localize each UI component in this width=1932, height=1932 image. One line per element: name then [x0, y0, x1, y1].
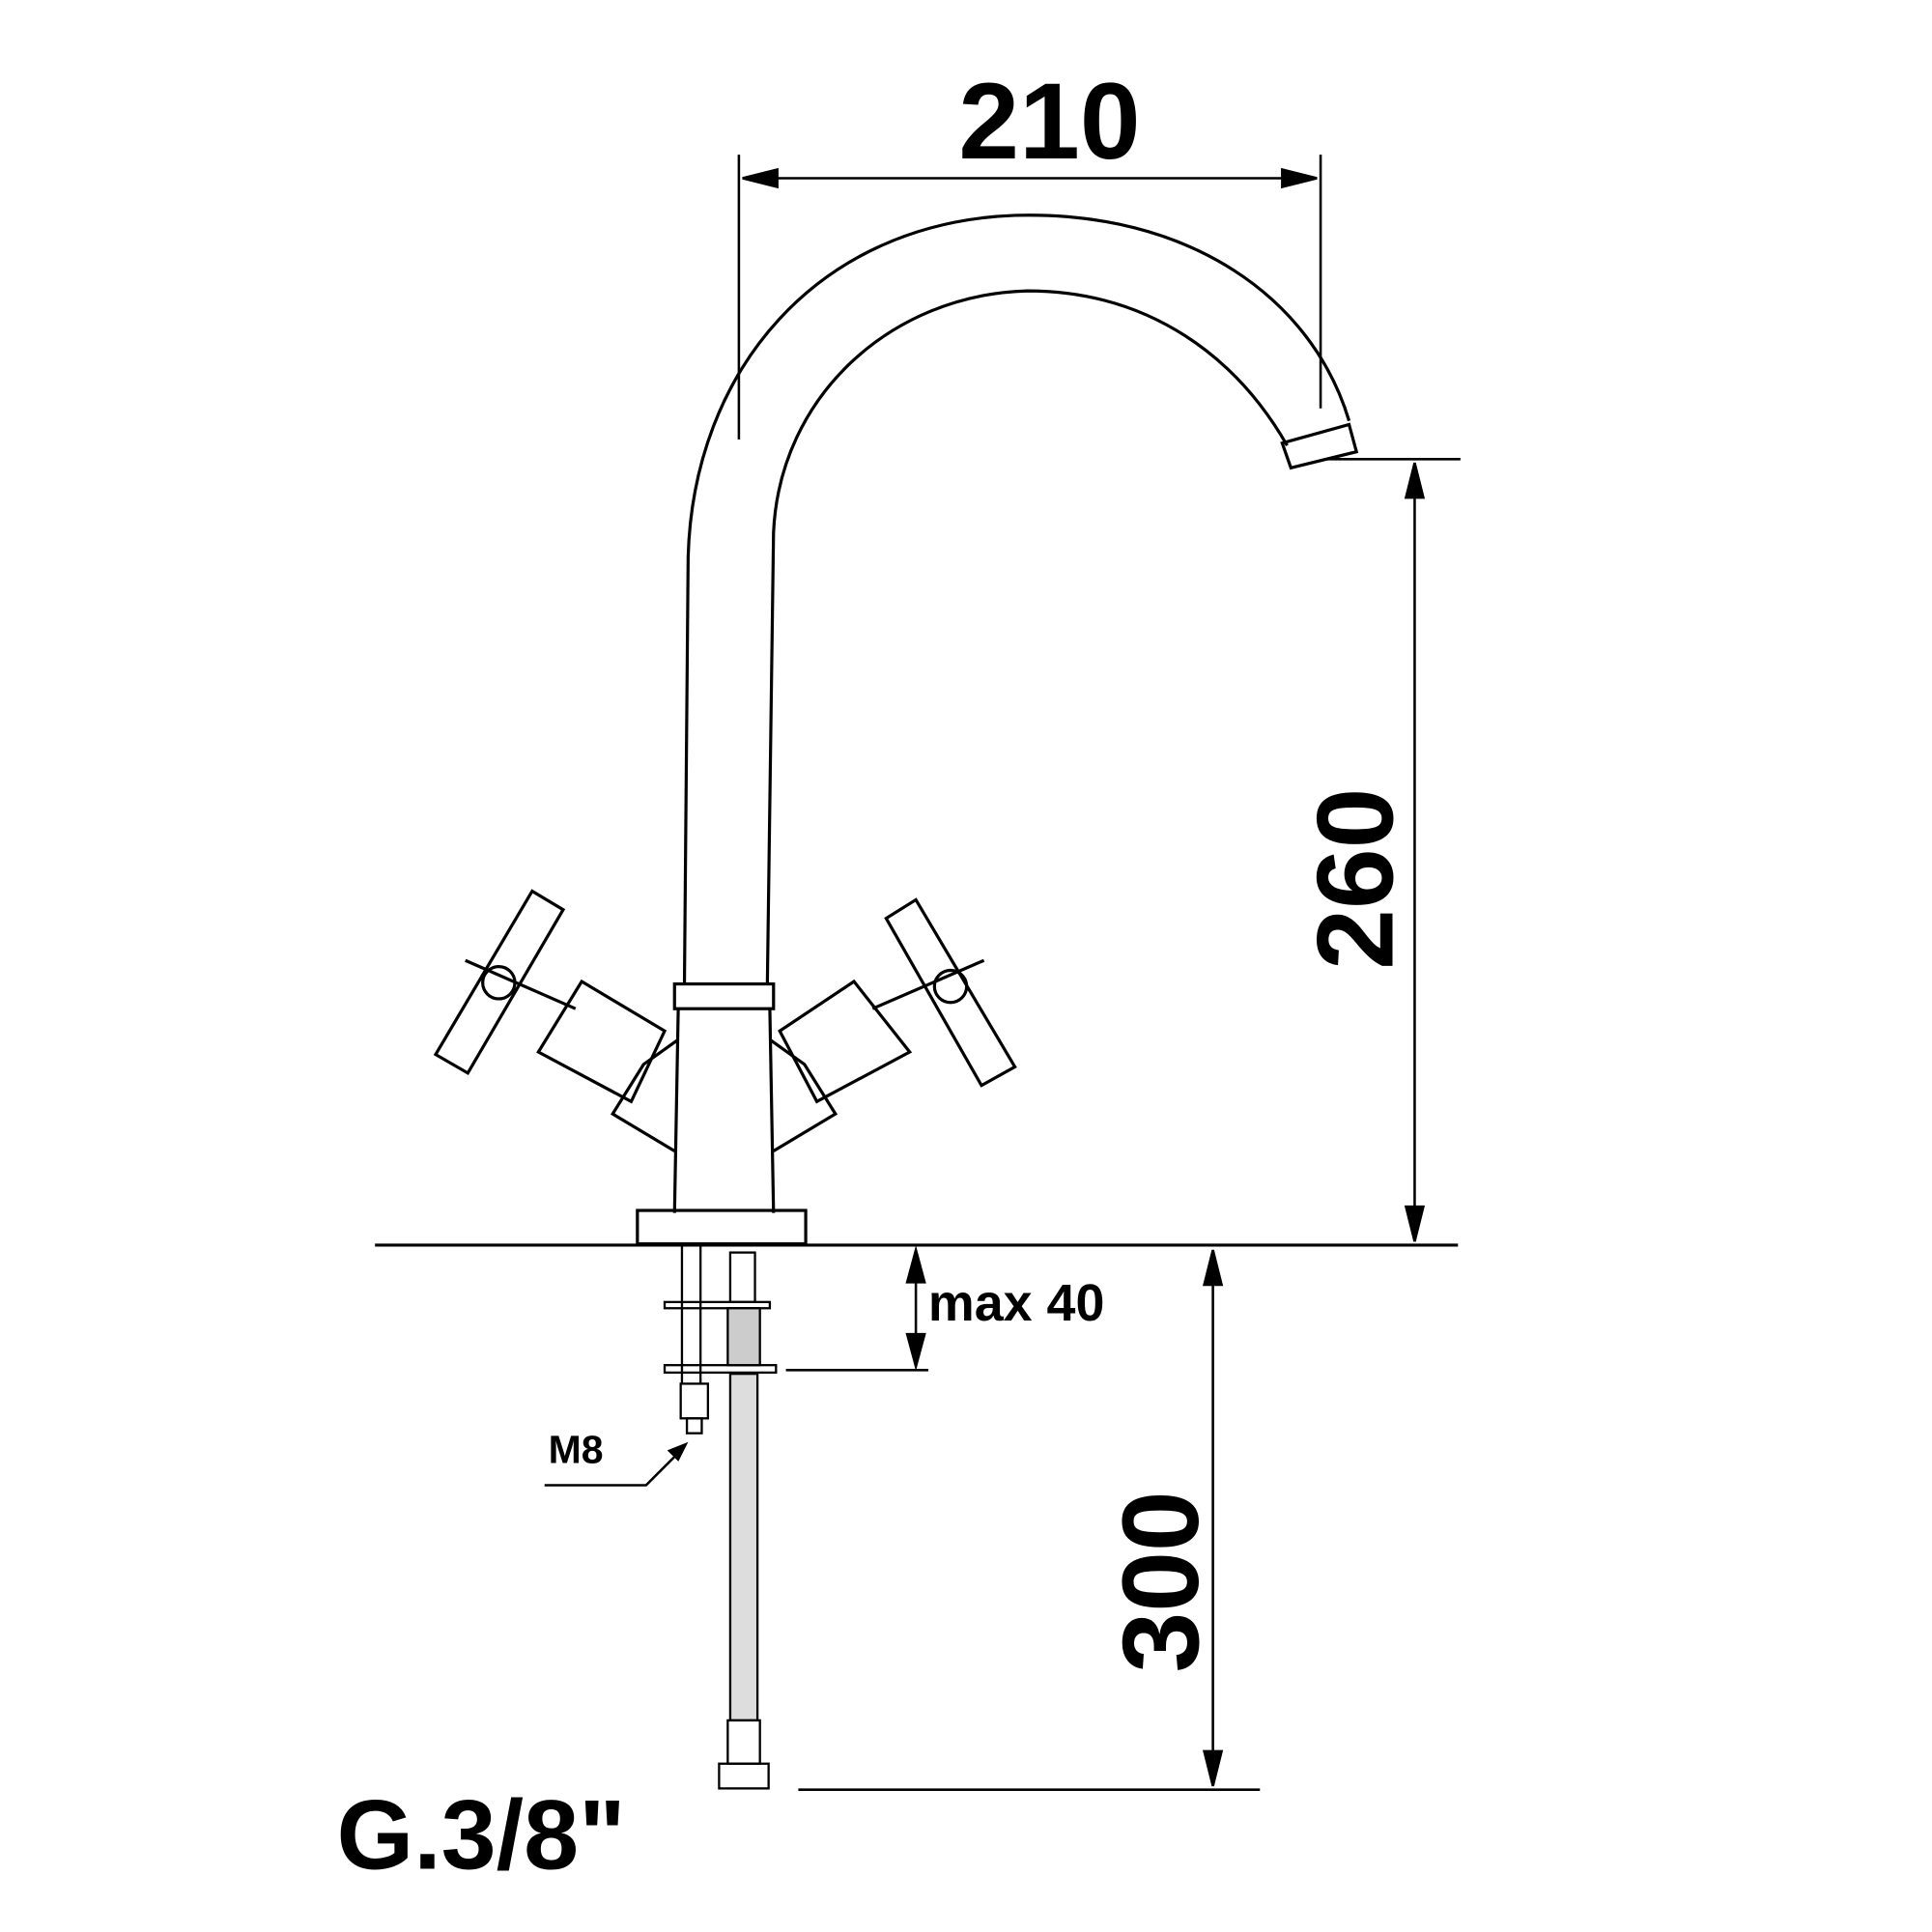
mounting-stud: [663, 1244, 778, 1435]
left-handle: [433, 889, 668, 1104]
base-plate: [636, 1208, 808, 1246]
dim-label-260: 260: [1293, 788, 1415, 970]
body: [610, 1009, 838, 1213]
label-m8: M8: [549, 1427, 604, 1471]
spout-inner: [765, 289, 1289, 984]
m8-leader: [544, 1449, 682, 1487]
dim-label-210: 210: [958, 60, 1140, 182]
dim-spout-height: [1323, 458, 1461, 1242]
supply-hose: [718, 1251, 770, 1790]
dim-hose-length: [798, 1249, 1261, 1791]
spout-outer: [682, 213, 1351, 984]
dim-spout-reach: [737, 155, 1322, 440]
dim-max-deck: [785, 1245, 928, 1372]
right-handle: [778, 897, 1017, 1104]
dim-label-max-40: max 40: [928, 1274, 1104, 1332]
dim-label-300: 300: [1099, 1491, 1221, 1672]
aerator: [1280, 422, 1359, 470]
label-hose-connection: G.3/8": [336, 1779, 625, 1890]
body-collar: [672, 981, 776, 1010]
